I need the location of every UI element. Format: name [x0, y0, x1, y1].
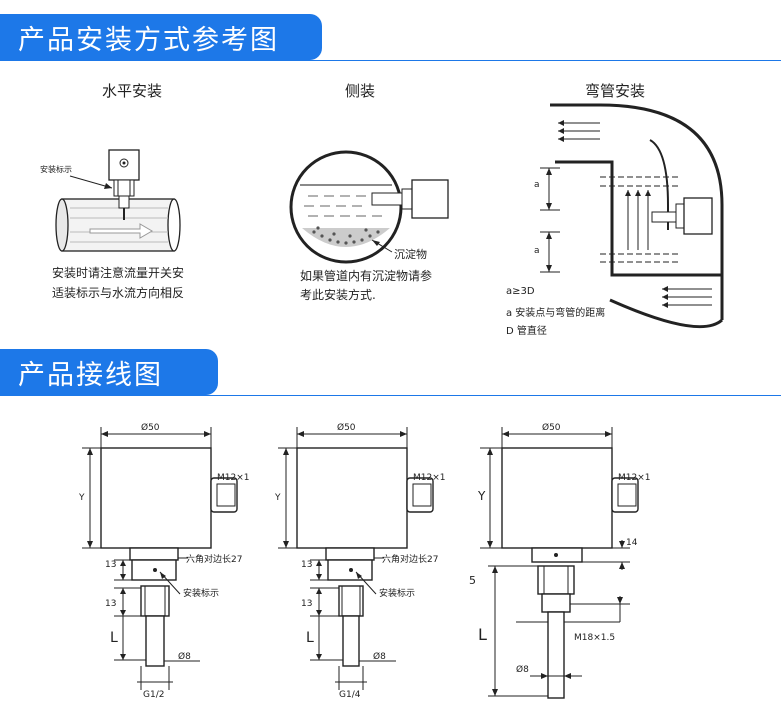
- install-side-sediment-label: 沉淀物: [394, 248, 427, 261]
- w2-hex: 六角对边长27: [382, 553, 438, 565]
- w3-h14: 14: [626, 538, 638, 548]
- w2-l: L: [306, 630, 314, 646]
- install-horizontal-note-2: 适装标示与水流方向相反: [52, 286, 185, 300]
- install-horizontal-note-1: 安装时请注意流量开关安: [52, 266, 185, 280]
- w1-dia8: Ø8: [178, 651, 191, 662]
- w2-h13a: 13: [301, 560, 312, 570]
- w2-y: Y: [274, 493, 281, 503]
- section-rule-wiring: [0, 395, 781, 396]
- w2-h13b: 13: [301, 599, 312, 609]
- install-elbow-legend-3: D 管直径: [506, 326, 547, 337]
- section-rule-install: [0, 60, 781, 61]
- w3-l: L: [478, 625, 487, 644]
- w2-marker: 安装标示: [379, 587, 415, 599]
- install-elbow-title: 弯管安装: [584, 82, 645, 100]
- w3-dia8: Ø8: [516, 664, 529, 675]
- w2-dia8: Ø8: [373, 651, 386, 662]
- w3-y: Y: [477, 489, 486, 503]
- section-banner-install: 产品安装方式参考图: [0, 14, 322, 60]
- w2-dia: Ø50: [337, 422, 356, 433]
- w3-h5: 5: [469, 574, 476, 587]
- install-horizontal-marker-label: 安装标示: [40, 165, 72, 174]
- install-side-title: 侧装: [344, 82, 375, 100]
- w1-h13a: 13: [105, 560, 116, 570]
- install-elbow-dim-a-1: a: [534, 180, 540, 190]
- w3-dia: Ø50: [542, 422, 561, 433]
- section-title-wiring: 产品接线图: [18, 359, 163, 391]
- install-side-note-2: 考此安装方式.: [300, 288, 376, 302]
- wiring-diagram-2: Ø50 Y M12×1 13 六角对边长27 安装标示 13 L Ø8 G1/4: [274, 422, 445, 700]
- install-elbow-legend-2: a 安装点与弯管的距离: [506, 308, 606, 319]
- w3-thread: M18×1.5: [574, 633, 615, 643]
- w1-y: Y: [78, 493, 85, 503]
- install-side-note-1: 如果管道内有沉淀物请参: [300, 269, 433, 283]
- w2-conn: M12×1: [413, 473, 445, 483]
- install-horizontal-title: 水平安装: [101, 82, 162, 100]
- install-elbow-legend-1: a≥3D: [506, 286, 535, 297]
- w1-dia: Ø50: [141, 422, 160, 433]
- w1-hex: 六角对边长27: [186, 553, 242, 565]
- w1-thread: G1/2: [143, 690, 164, 700]
- w3-conn: M12×1: [618, 473, 650, 483]
- w1-h13b: 13: [105, 599, 116, 609]
- w1-conn: M12×1: [217, 473, 249, 483]
- w1-marker: 安装标示: [183, 587, 219, 599]
- install-elbow-dim-a-2: a: [534, 246, 540, 256]
- w1-l: L: [110, 630, 118, 646]
- section-banner-wiring: 产品接线图: [0, 349, 218, 395]
- section-title-install: 产品安装方式参考图: [18, 24, 279, 56]
- w2-thread: G1/4: [339, 690, 361, 700]
